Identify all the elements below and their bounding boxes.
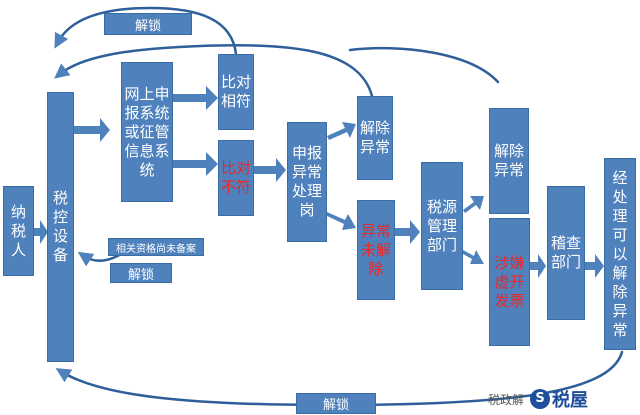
watermark-logo-text: 税屋 <box>552 390 589 411</box>
watermark: 税政解 S 税屋 <box>488 386 588 412</box>
false-invoice-label: 涉嫌虚开发票 <box>494 253 525 310</box>
unlock-bottom-label: 解锁 <box>322 398 349 413</box>
taxpayer-node: 纳税人 <box>3 186 34 276</box>
unresolved-label: 异常未解除 <box>360 221 391 278</box>
watermark-logo: S 税屋 <box>530 386 588 412</box>
abnormal-post-node: 申报异常处理岗 <box>287 122 327 242</box>
arrow-unresolved-to-source <box>395 220 420 244</box>
match-label: 比对相符 <box>221 73 252 110</box>
tax-source-dept-node: 税源管理部门 <box>421 162 463 290</box>
unlock-left-label: 解锁 <box>127 267 154 283</box>
arrow-source-to-resolve2 <box>463 196 484 213</box>
arrow-post-to-resolve1 <box>327 122 356 140</box>
unlock-left-banner: 解锁 <box>110 263 172 283</box>
unlock-top-label: 解锁 <box>134 18 161 34</box>
arrow-system-to-match <box>172 86 218 110</box>
arrow-inspection-to-final <box>585 254 604 278</box>
abnormal-post-label: 申报异常处理岗 <box>291 144 322 219</box>
mismatch-node: 比对不符 <box>218 140 254 216</box>
arrow-post-to-unresolved <box>327 212 356 230</box>
mismatch-label: 比对不符 <box>221 159 252 196</box>
arrow-system-to-mismatch <box>172 152 218 176</box>
not-filed-banner: 相关资格尚未备案 <box>108 238 204 256</box>
resolve-1-label: 解除异常 <box>360 119 391 156</box>
resolve-2-label: 解除异常 <box>493 142 524 179</box>
unlock-top-banner: 解锁 <box>104 13 192 35</box>
taxpayer-label: 纳税人 <box>10 202 26 259</box>
tax-control-device-node: 税控设备 <box>47 92 74 362</box>
final-resolve-node: 经处理可以解除异常 <box>604 158 636 350</box>
unlock-bottom-banner: 解锁 <box>296 393 376 414</box>
arrow-invoice-to-inspection <box>530 254 546 278</box>
tax-control-device-label: 税控设备 <box>52 189 68 264</box>
not-filed-label: 相关资格尚未备案 <box>116 243 196 255</box>
logo-icon: S <box>530 389 551 409</box>
resolve-1-node: 解除异常 <box>357 96 393 180</box>
resolve1-return-curve <box>54 43 374 98</box>
resolve2-return-curve <box>348 46 500 84</box>
resolve-2-node: 解除异常 <box>489 108 529 214</box>
arrow-taxpayer-to-device <box>34 220 48 244</box>
tax-source-dept-label: 税源管理部门 <box>426 197 457 254</box>
online-system-label: 网上申报系统或征管信息系统 <box>124 84 170 179</box>
unlock-top-curve <box>54 6 238 56</box>
online-system-node: 网上申报系统或征管信息系统 <box>121 62 173 202</box>
inspection-dept-label: 稽查部门 <box>550 234 581 271</box>
unresolved-node: 异常未解除 <box>357 200 395 300</box>
match-node: 比对相符 <box>218 54 254 130</box>
false-invoice-node: 涉嫌虚开发票 <box>489 218 530 346</box>
final-resolve-label: 经处理可以解除异常 <box>612 168 628 339</box>
inspection-dept-node: 稽查部门 <box>547 186 585 320</box>
arrow-source-to-invoice <box>463 250 484 264</box>
arrow-device-to-system <box>74 118 110 142</box>
watermark-text: 税政解 <box>488 392 525 407</box>
arrow-mismatch-to-post <box>254 158 286 182</box>
